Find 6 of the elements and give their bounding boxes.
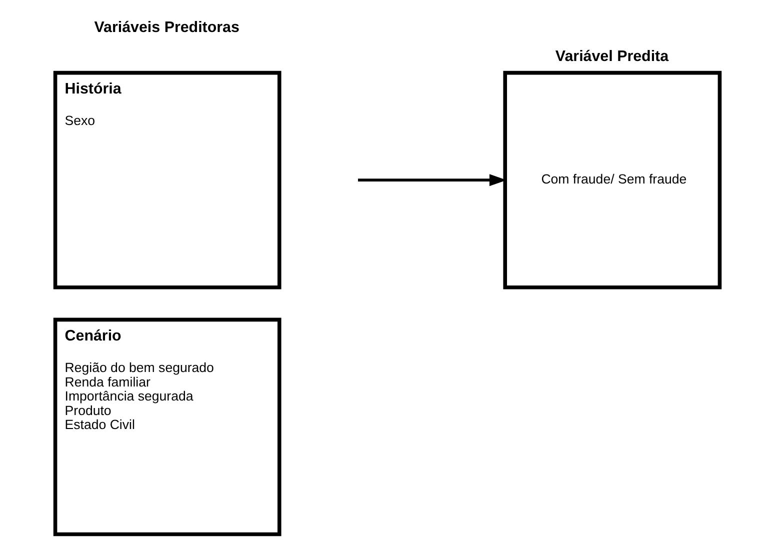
arrow (358, 174, 506, 186)
label: Variáveis Preditoras (94, 18, 239, 36)
node-label: Variável Predita (554, 48, 668, 66)
node-box: Com fraude/ Sem fraude (502, 70, 722, 290)
node-box: História Sexo (52, 70, 281, 290)
node-box: Cenário Região do bem segurado Renda familiar Importância segurada Produto Estado Civil (52, 318, 281, 536)
